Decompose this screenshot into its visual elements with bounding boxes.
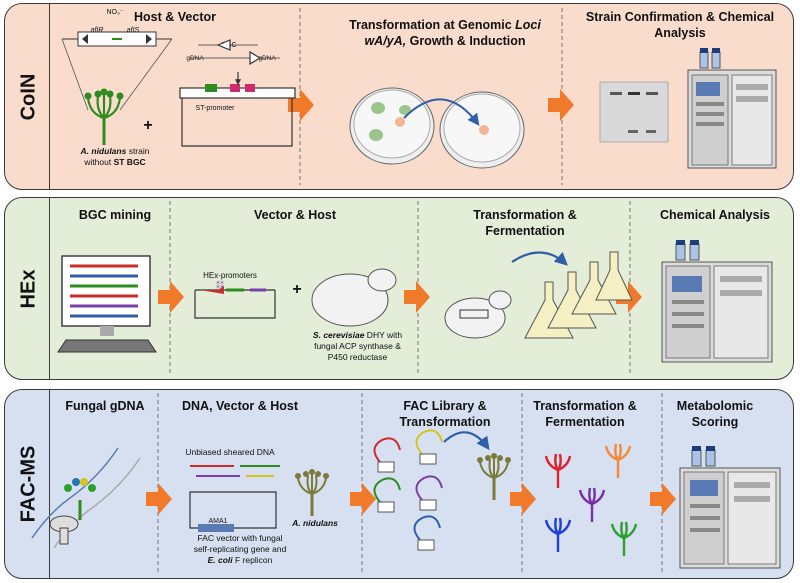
petri-dish-left (349, 87, 435, 165)
coin-plus-sign: + (143, 117, 153, 134)
dna-helix-icon (31, 447, 141, 549)
facms-stage-fermentation-title: Transformation &Fermentation (533, 399, 637, 429)
fac-vector-plasmid (189, 491, 277, 532)
olive-fungus-library-icon (477, 453, 511, 500)
hex-promoters-label: HEx-promoters (203, 271, 257, 280)
flask-icons (524, 251, 633, 339)
hex-arrow-1 (158, 281, 184, 313)
coin-side-label: CoIN (8, 3, 50, 190)
colony-transfer-arrow (403, 98, 480, 126)
multicolor-fungus-icon (49, 478, 96, 545)
facms-arrow-2 (350, 483, 376, 515)
facms-side-label: FAC-MS (8, 389, 50, 579)
gene-left-label: afIR (90, 27, 104, 34)
coin-arrow-1 (288, 89, 314, 121)
facms-arrow-1 (146, 483, 172, 515)
facms-stage-fac-library-title: FAC Library &Transformation (399, 399, 491, 429)
coin-locus-cassette (61, 31, 173, 111)
gene-right-label: afIS (126, 27, 140, 34)
green-fungus-icon (84, 88, 124, 145)
computer-icon (57, 255, 157, 353)
ama1-label: AMA1 (208, 518, 228, 525)
hex-host-description-label: S. cerevisiae DHY with fungal ACP syntha… (312, 330, 403, 362)
colored-fungi-icons (544, 443, 638, 556)
st-promoter-label: ST-promoter (195, 105, 235, 112)
facms-stage-dna-vector-host-title: DNA, Vector & Host (182, 399, 298, 413)
coin-stage-host-vector-title: Host & Vector (134, 10, 216, 24)
fac-library-icons (373, 429, 443, 551)
hplc-instrument-hex (661, 240, 773, 363)
facms-arrow-4 (650, 483, 676, 515)
facms-stage-gdna-title: Fungal gDNA (65, 399, 145, 413)
yeast-host-icon (311, 268, 397, 327)
hex-plus-sign: + (292, 281, 302, 298)
hex-side-label: HEx (8, 197, 50, 380)
hplc-instrument-coin (687, 48, 777, 169)
yeast-transformed-icon (444, 290, 512, 339)
coin-stage-transformation-title: Transformation at Genomic Loci wA/yA, Gr… (349, 18, 541, 48)
facms-arrow-3 (510, 483, 536, 515)
gel-image (599, 81, 669, 143)
strain-description-label: A. nidulans strain without ST BGC (80, 146, 150, 167)
hex-vector-plasmid: ⁑⁑ (194, 280, 276, 319)
hex-arrow-2 (404, 281, 430, 313)
hplc-instrument-facms (679, 446, 781, 569)
coin-vector-plasmid (179, 39, 296, 147)
olive-fungus-icon (295, 469, 329, 516)
petri-dish-right (439, 91, 525, 169)
facms-transformation-arrow (443, 431, 490, 451)
coin-arrow-2 (548, 89, 574, 121)
hex-stage-chemical-title: Chemical Analysis (659, 208, 770, 222)
gdna-right-label: gDNA (258, 55, 276, 62)
hex-inoculation-arrow (511, 251, 568, 266)
hex-stage-transformation-title: Transformation &Fermentation (473, 208, 577, 238)
sheared-dna-label: Unbiased sheared DNA (185, 447, 275, 457)
svg-text:⁑⁑: ⁑⁑ (216, 280, 224, 290)
no3-label: NO₃⁻ (106, 9, 124, 16)
hex-stage-vector-host-title: Vector & Host (254, 208, 336, 222)
hex-stage-bgc-mining-title: BGC mining (78, 208, 152, 222)
sheared-dna-fragments (190, 465, 280, 477)
facms-species-label: A. nidulans (292, 518, 338, 528)
gdna-left-label: gDNA (186, 55, 204, 62)
